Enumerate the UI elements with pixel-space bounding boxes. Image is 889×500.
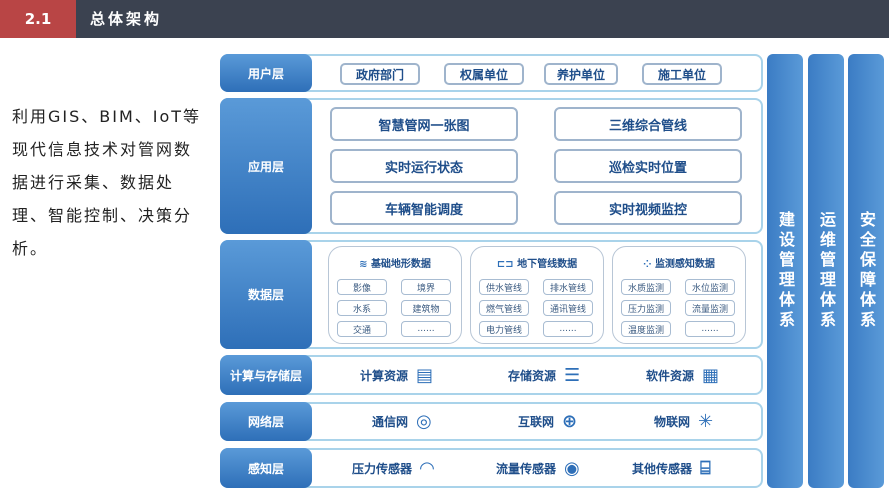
- compute-item: 软件资源: [646, 368, 695, 383]
- data-group: ≋ 基础地形数据 影像 境界 水系 建筑物 交通 ......: [328, 246, 462, 344]
- data-cell: 通讯管线: [543, 300, 593, 316]
- data-cell: 水质监测: [621, 279, 671, 295]
- layer-label: 用户层: [220, 54, 312, 92]
- layer-label: 数据层: [220, 240, 312, 349]
- section-title: 总体架构: [90, 10, 163, 28]
- layer-label: 计算与存储层: [220, 355, 312, 395]
- compute-item: 计算资源: [360, 368, 409, 383]
- layer-label: 应用层: [220, 98, 312, 234]
- pipe-icon: ⊏⊐: [496, 259, 518, 270]
- construction-mgmt-column: 建设管理体系: [767, 54, 803, 488]
- data-cell: 影像: [337, 279, 387, 295]
- app-item: 智慧管网一张图: [330, 107, 518, 141]
- apps-icon: ▦: [702, 364, 720, 386]
- network-layer: 网络层 通信网 ◎ 互联网 ⊕ 物联网 ✳: [220, 402, 763, 441]
- chip-icon: ⌸: [700, 457, 711, 479]
- database-icon: ☰: [564, 364, 581, 386]
- sensor-dots-icon: ⁘: [643, 259, 655, 270]
- app-item: 实时运行状态: [330, 149, 518, 183]
- data-group: ⁘ 监测感知数据 水质监测 水位监测 压力监测 流量监测 温度监测 ......: [612, 246, 746, 344]
- data-cell: ......: [685, 321, 735, 337]
- network-nodes-icon: ✳: [698, 411, 714, 432]
- group-title: 基础地形数据: [370, 259, 431, 270]
- data-cell: 供水管线: [479, 279, 529, 295]
- description: 利用GIS、BIM、IoT等现代信息技术对管网数据进行采集、数据处理、智能控制、…: [12, 107, 202, 258]
- sensor-item: 流量传感器: [496, 461, 557, 476]
- app-layer: 应用层 智慧管网一张图 三维综合管线 实时运行状态 巡检实时位置 车辆智能调度 …: [220, 98, 763, 234]
- app-item: 巡检实时位置: [554, 149, 742, 183]
- data-cell: 流量监测: [685, 300, 735, 316]
- user-item: 养护单位: [544, 63, 618, 85]
- data-cell: 排水管线: [543, 279, 593, 295]
- header-bar: 2.1 总体架构: [0, 0, 889, 38]
- server-icon: ▤: [416, 364, 434, 386]
- layer-label: 网络层: [220, 402, 312, 441]
- flow-icon: ◉: [564, 457, 580, 479]
- operation-mgmt-column: 运维管理体系: [808, 54, 844, 488]
- compute-item: 存储资源: [508, 368, 557, 383]
- security-column: 安全保障体系: [848, 54, 884, 488]
- app-item: 车辆智能调度: [330, 191, 518, 225]
- layer-label: 感知层: [220, 448, 312, 488]
- app-item: 三维综合管线: [554, 107, 742, 141]
- user-item: 政府部门: [340, 63, 420, 85]
- data-cell: 压力监测: [621, 300, 671, 316]
- data-cell: 境界: [401, 279, 451, 295]
- user-item: 权属单位: [444, 63, 524, 85]
- data-cell: 交通: [337, 321, 387, 337]
- signal-icon: ◎: [416, 411, 432, 432]
- sense-layer: 感知层 压力传感器 ◠ 流量传感器 ◉ 其他传感器 ⌸: [220, 448, 763, 488]
- sensor-item: 压力传感器: [352, 461, 413, 476]
- data-cell: ......: [401, 321, 451, 337]
- data-cell: 水位监测: [685, 279, 735, 295]
- layers-icon: ≋: [359, 259, 371, 270]
- network-item: 互联网: [518, 415, 555, 429]
- gauge-icon: ◠: [420, 457, 434, 479]
- sensor-item: 其他传感器: [632, 461, 693, 476]
- network-item: 通信网: [372, 415, 409, 429]
- user-layer: 用户层 政府部门 权属单位 养护单位 施工单位: [220, 54, 763, 92]
- data-cell: 燃气管线: [479, 300, 529, 316]
- data-cell: 温度监测: [621, 321, 671, 337]
- group-title: 监测感知数据: [654, 259, 715, 270]
- data-cell: 电力管线: [479, 321, 529, 337]
- data-cell: 水系: [337, 300, 387, 316]
- data-layer: 数据层 ≋ 基础地形数据 影像 境界 水系 建筑物 交通 ...... ⊏⊐ 地…: [220, 240, 763, 349]
- network-item: 物联网: [654, 415, 691, 429]
- user-item: 施工单位: [642, 63, 722, 85]
- data-cell: 建筑物: [401, 300, 451, 316]
- group-title: 地下管线数据: [517, 259, 578, 270]
- section-number: 2.1: [0, 0, 76, 38]
- data-group: ⊏⊐ 地下管线数据 供水管线 排水管线 燃气管线 通讯管线 电力管线 .....…: [470, 246, 604, 344]
- compute-layer: 计算与存储层 计算资源 ▤ 存储资源 ☰ 软件资源 ▦: [220, 355, 763, 395]
- globe-icon: ⊕: [562, 411, 578, 432]
- app-item: 实时视频监控: [554, 191, 742, 225]
- data-cell: ......: [543, 321, 593, 337]
